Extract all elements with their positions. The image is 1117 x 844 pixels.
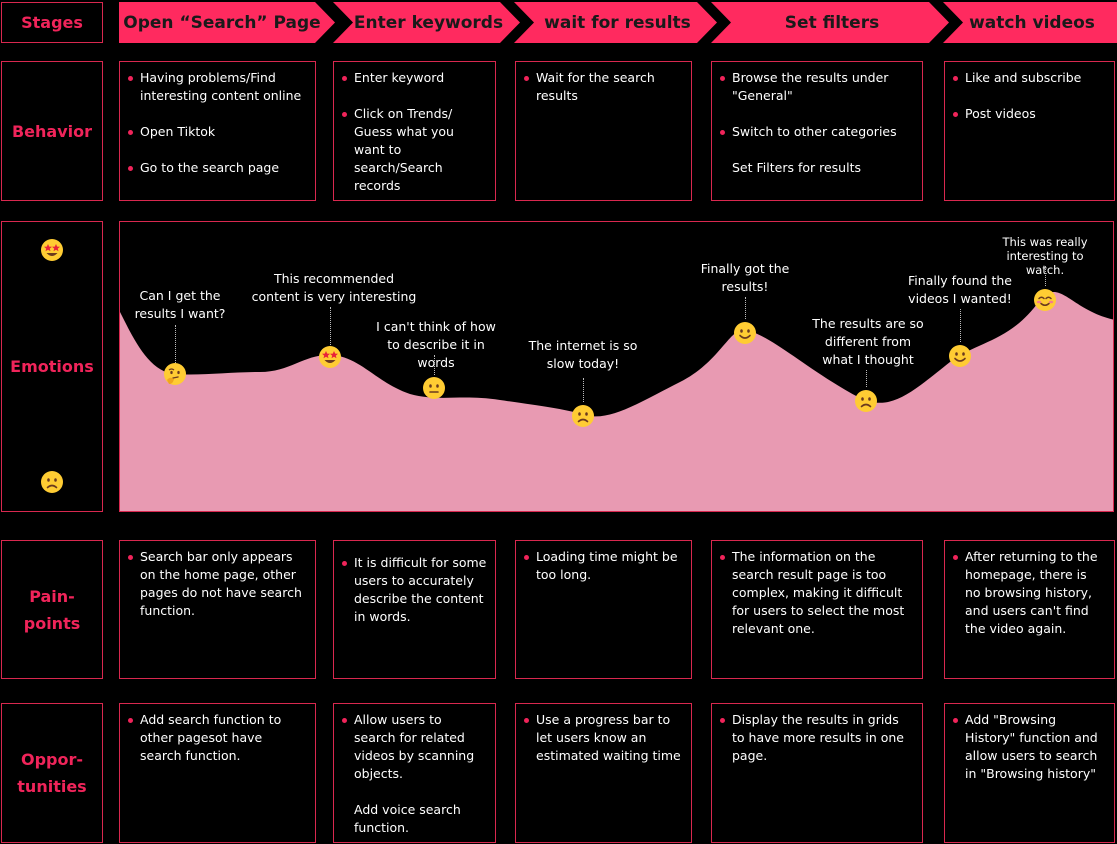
row-label-painpoints-line1: Pain- [29, 586, 75, 606]
painpoint-item: After returning to the homepage, there i… [951, 548, 1106, 638]
emotion-connector [866, 370, 867, 387]
painpoint-item: It is difficult for some users to accura… [340, 554, 487, 626]
emotion-label-1: Can I get the results I want? [134, 288, 226, 321]
behavior-cell-5: Like and subscribe Post videos [944, 61, 1115, 201]
row-label-emotions-text: Emotions [10, 357, 94, 376]
frowning-icon [572, 405, 594, 427]
opportunity-item: Add voice search function. [354, 802, 461, 835]
smiling-face-icon [949, 345, 971, 367]
star-struck-icon [41, 239, 63, 261]
painpoint-cell-1: Search bar only appears on the home page… [119, 540, 316, 679]
row-label-behavior: Behavior [1, 61, 103, 201]
behavior-item: Set Filters for results [732, 160, 861, 175]
behavior-item: Like and subscribe [951, 69, 1106, 87]
row-label-opportunities-line1: Oppor- [20, 750, 84, 769]
opportunity-item: Display the results in grids to have mor… [718, 711, 914, 765]
emotion-connector [583, 378, 584, 402]
painpoint-cell-3: Loading time might be too long. [515, 540, 692, 679]
emotion-curve-panel [119, 221, 1114, 512]
emotion-label-2: This recommended content is very interes… [251, 271, 417, 304]
behavior-item: Click on Trends/ Guess what you want to … [340, 105, 487, 195]
emotion-curve-area [120, 292, 1113, 511]
emotion-label-6: The results are so different from what I… [812, 316, 924, 367]
opportunity-cell-3: Use a progress bar to let users know an … [515, 703, 692, 843]
thinking-face-icon [164, 363, 186, 385]
emotion-connector [330, 307, 331, 345]
neutral-face-icon [423, 377, 445, 399]
painpoint-cell-2: It is difficult for some users to accura… [333, 540, 496, 679]
emotion-label-3: I can't think of how to describe it in w… [376, 319, 496, 370]
row-label-painpoints-line2: points [23, 613, 81, 633]
row-label-opportunities: Oppor- tunities [1, 703, 103, 843]
emotion-label-5: Finally got the results! [700, 261, 790, 294]
painpoint-cell-5: After returning to the homepage, there i… [944, 540, 1115, 679]
row-label-behavior-text: Behavior [11, 121, 93, 141]
opportunity-item: Add "Browsing History" function and allo… [951, 711, 1106, 783]
opportunity-item: Add search function to other pagesot hav… [126, 711, 307, 765]
emotion-connector [175, 325, 176, 363]
behavior-item: Browse the results under "General" [718, 69, 914, 105]
behavior-cell-2: Enter keyword Click on Trends/ Guess wha… [333, 61, 496, 201]
row-label-opportunities-line2: tunities [17, 777, 87, 796]
painpoint-cell-4: The information on the search result pag… [711, 540, 923, 679]
row-label-stages-text: Stages [21, 13, 83, 32]
emotion-curve [120, 292, 1113, 511]
behavior-cell-4: Browse the results under "General" Switc… [711, 61, 923, 201]
frowning-icon [855, 390, 877, 412]
stage-label: watch videos [969, 12, 1095, 33]
stage-set-filters: Set filters [711, 2, 949, 43]
emotion-connector [1045, 266, 1046, 286]
behavior-item: Enter keyword [340, 69, 487, 87]
star-struck-icon [319, 346, 341, 368]
painpoint-item: The information on the search result pag… [718, 548, 914, 638]
stage-open-search: Open “Search” Page [119, 2, 335, 43]
emotion-connector [434, 355, 435, 375]
row-label-painpoints: Pain- points [1, 540, 103, 679]
behavior-cell-3: Wait for the search results [515, 61, 692, 201]
opportunity-cell-5: Add "Browsing History" function and allo… [944, 703, 1115, 843]
behavior-item: Having problems/Find interesting content… [126, 69, 307, 105]
opportunity-item: Allow users to search for related videos… [340, 711, 487, 783]
smiling-face-icon [734, 322, 756, 344]
opportunity-cell-4: Display the results in grids to have mor… [711, 703, 923, 843]
stage-label: wait for results [544, 12, 691, 33]
frowning-icon [41, 471, 63, 493]
painpoint-item: Search bar only appears on the home page… [126, 548, 307, 620]
blushing-face-icon [1034, 289, 1056, 311]
behavior-item: Post videos [951, 105, 1106, 123]
behavior-cell-1: Having problems/Find interesting content… [119, 61, 316, 201]
opportunity-cell-2: Allow users to search for related videos… [333, 703, 496, 843]
row-label-stages: Stages [1, 2, 103, 43]
behavior-item: Wait for the search results [522, 69, 683, 105]
stage-watch-videos: watch videos [943, 2, 1117, 43]
emotion-label-7: Finally found the videos I wanted! [908, 273, 1012, 306]
emotion-connector [960, 309, 961, 342]
emotion-label-4: The internet is so slow today! [528, 338, 638, 371]
row-label-emotions: Emotions [1, 221, 103, 512]
stage-label: Open “Search” Page [123, 12, 321, 33]
opportunity-cell-1: Add search function to other pagesot hav… [119, 703, 316, 843]
behavior-item: Go to the search page [126, 159, 307, 177]
stage-enter-keywords: Enter keywords [333, 2, 520, 43]
opportunity-item: Use a progress bar to let users know an … [522, 711, 683, 765]
behavior-item: Open Tiktok [126, 123, 307, 141]
emotion-label-8: This was really interesting to watch. [1002, 235, 1088, 277]
stage-label: Enter keywords [353, 12, 504, 33]
stage-wait-results: wait for results [514, 2, 717, 43]
behavior-item: Switch to other categories [718, 123, 914, 141]
emotion-connector [745, 297, 746, 319]
painpoint-item: Loading time might be too long. [522, 548, 683, 584]
stage-label: Set filters [784, 12, 880, 33]
